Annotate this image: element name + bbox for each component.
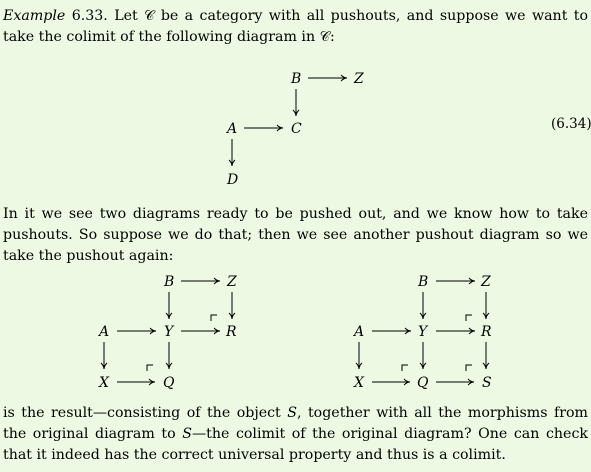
pushout-corner-icon [146, 364, 153, 371]
pushout-corner-icon [465, 314, 472, 321]
node-b: B [417, 274, 428, 290]
node-y: Y [164, 324, 175, 340]
node-y: Y [418, 324, 429, 340]
text-run: Let [114, 8, 145, 24]
node-z: Z [226, 274, 237, 290]
node-c: C [291, 121, 302, 137]
diagram-2-right: B Z A Y R X Q S [352, 274, 492, 391]
diagram-1: B Z A C D (6.34) [225, 71, 591, 188]
pushout-corner-icon [465, 364, 472, 371]
text-run: is the result—consisting of the object [3, 405, 288, 421]
node-a: A [97, 324, 109, 340]
node-z: Z [353, 71, 364, 87]
node-b: B [163, 274, 174, 290]
diagram-2-left: B Z A Y R X Q [97, 274, 237, 391]
node-x: X [353, 375, 365, 391]
body-paragraph: In it we see two diagrams ready to be pu… [3, 206, 588, 265]
node-d: D [226, 172, 238, 188]
text-run: , together with all the morphisms from t… [3, 405, 588, 443]
node-q: Q [163, 375, 175, 391]
category-symbol: 𝒞 [319, 29, 330, 46]
node-b: B [290, 71, 301, 87]
node-a: A [225, 121, 237, 137]
equation-tag: (6.34) [551, 116, 591, 132]
node-q: Q [417, 375, 429, 391]
object-symbol: S [182, 426, 192, 443]
node-a: A [352, 324, 364, 340]
example-number: 6.33. [71, 8, 108, 24]
pushout-corner-icon [210, 314, 217, 321]
node-s: S [482, 375, 492, 391]
example-paragraph: Example 6.33. Let 𝒞 be a category with a… [3, 6, 588, 48]
node-r: R [480, 324, 492, 340]
node-x: X [98, 375, 110, 391]
example-label: Example [3, 8, 66, 24]
node-z: Z [480, 274, 491, 290]
conclusion-paragraph: is the result—consisting of the object S… [3, 403, 588, 467]
text-run: be a category with all pushouts, and sup… [3, 8, 589, 46]
object-symbol: S [287, 405, 297, 421]
node-r: R [225, 324, 237, 340]
text-run: : [329, 29, 335, 46]
text-run: —the colimit of the original diagram? On… [3, 426, 588, 464]
pushout-corner-icon [401, 364, 408, 371]
category-symbol: 𝒞 [144, 8, 155, 24]
